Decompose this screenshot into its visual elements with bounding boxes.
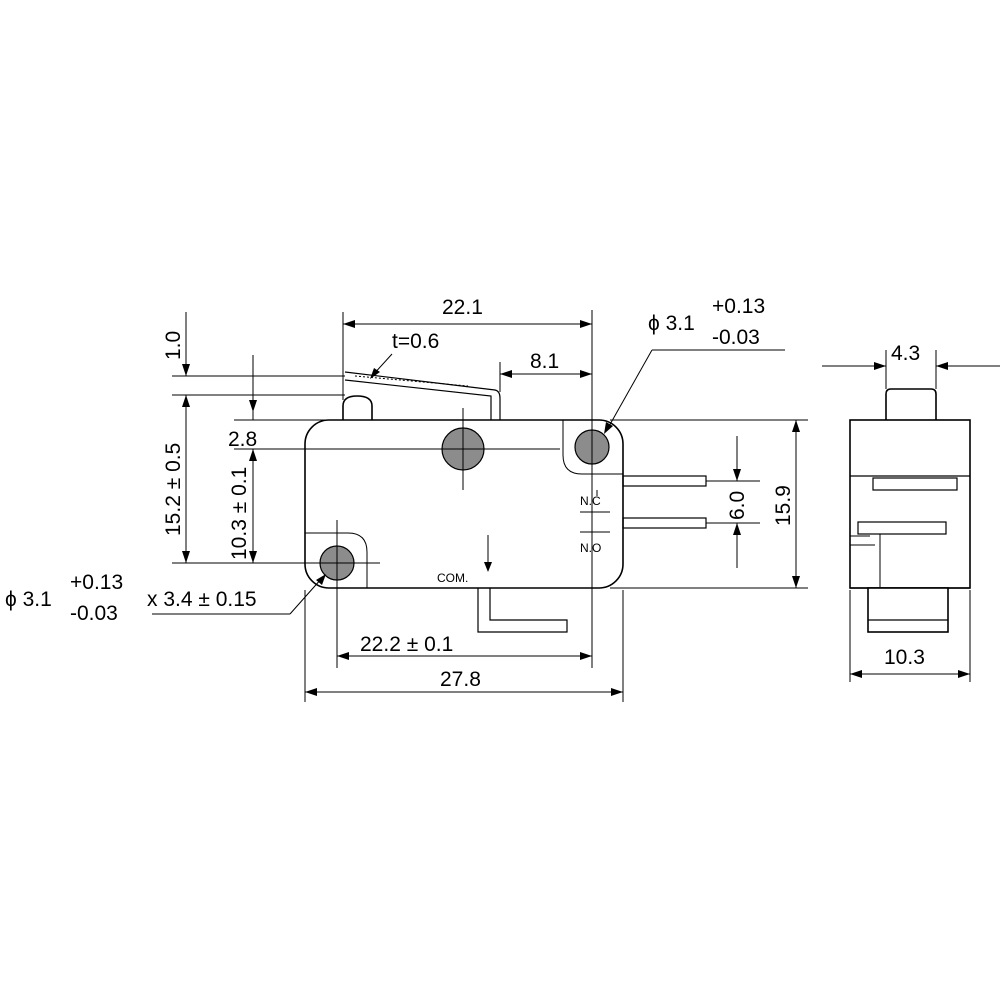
dim-thickness: t=0.6 xyxy=(392,330,439,353)
dim-22-1: 22.1 xyxy=(442,296,483,319)
arrow xyxy=(792,576,800,588)
side-body xyxy=(849,419,971,589)
hole-left-tol-minus: -0.03 xyxy=(70,602,118,625)
nc-label: N.C xyxy=(580,494,601,508)
arrow xyxy=(249,551,257,563)
side-terminal-com xyxy=(867,587,949,633)
dim-2-8: 2.8 xyxy=(228,428,257,451)
switch-body xyxy=(304,419,624,589)
dim-10-3: 10.3 ± 0.1 xyxy=(228,467,251,560)
leader xyxy=(607,349,653,429)
arrow xyxy=(580,320,592,328)
arrow xyxy=(604,422,613,434)
dim-27-8: 27.8 xyxy=(440,668,481,691)
hole-left-diameter: ϕ 3.1 xyxy=(5,588,52,611)
dim-22-2: 22.2 ± 0.1 xyxy=(360,633,453,656)
lever-travel-dash xyxy=(354,375,469,387)
dim-6-0: 6.0 xyxy=(726,491,749,520)
side-terminal-no xyxy=(857,521,947,535)
com-label: COM. xyxy=(437,571,468,585)
arrow xyxy=(958,670,970,678)
arrow xyxy=(500,370,512,378)
front-view: N.C N.O COM. 22.1 8.1 t=0.6 1.0 xyxy=(5,295,808,702)
hole-right-tol-minus: -0.03 xyxy=(712,326,760,349)
plunger xyxy=(342,395,373,420)
terminal-com xyxy=(477,588,568,633)
arrow xyxy=(370,368,380,379)
arrow xyxy=(792,420,800,432)
dim-8-1: 8.1 xyxy=(530,350,559,373)
corner-detail-right xyxy=(562,420,623,475)
no-label: N.O xyxy=(580,541,601,555)
leader xyxy=(289,577,323,615)
arrow xyxy=(874,362,886,370)
arrow xyxy=(182,364,190,376)
arrow xyxy=(936,362,948,370)
arrow xyxy=(182,551,190,563)
arrow xyxy=(305,688,317,696)
dim-15-2: 15.2 ± 0.5 xyxy=(162,443,185,536)
arrow xyxy=(484,562,492,572)
arrow xyxy=(733,523,741,535)
side-view: 4.3 10.3 xyxy=(822,342,1000,682)
arrow xyxy=(733,469,741,481)
arrow xyxy=(580,652,592,660)
arrow xyxy=(249,400,257,412)
dim-15-9: 15.9 xyxy=(772,485,795,526)
dim-4-3: 4.3 xyxy=(891,342,920,365)
arrow xyxy=(182,395,190,407)
terminal-no xyxy=(622,517,707,529)
lever-arm xyxy=(344,371,501,420)
arrow xyxy=(249,449,257,461)
side-plunger xyxy=(885,388,937,420)
arrow xyxy=(611,688,623,696)
arrow xyxy=(343,320,355,328)
arrow xyxy=(337,652,349,660)
hole-left-slot: x 3.4 ± 0.15 xyxy=(147,588,257,611)
arrow xyxy=(850,670,862,678)
terminal-nc xyxy=(622,475,707,487)
arrow xyxy=(316,574,326,585)
hole-right-diameter: ϕ 3.1 xyxy=(648,312,695,335)
corner-detail-left xyxy=(305,532,368,588)
arrow xyxy=(580,370,592,378)
dim-10-3-side: 10.3 xyxy=(884,646,925,669)
dim-1-0: 1.0 xyxy=(162,331,185,360)
hole-left-tol-plus: +0.13 xyxy=(70,571,123,594)
side-terminal-nc xyxy=(872,477,958,491)
hole-right-tol-plus: +0.13 xyxy=(712,295,765,318)
